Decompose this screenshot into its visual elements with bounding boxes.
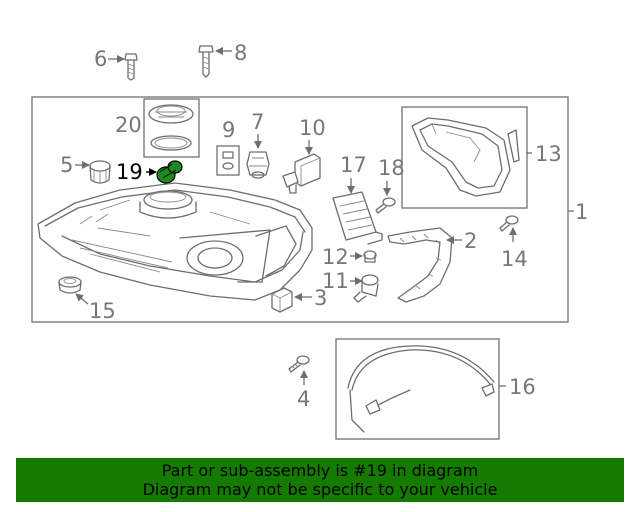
- gasket-part-13: 13: [401, 106, 562, 209]
- info-banner: Part or sub-assembly is #19 in diagram D…: [16, 458, 624, 502]
- callout-6: 6: [94, 47, 107, 71]
- exploded-parts-diagram: 1 6 8 20 5 19: [31, 41, 588, 440]
- callout-8: 8: [234, 41, 247, 65]
- callout-5: 5: [60, 153, 73, 177]
- callout-12: 12: [322, 245, 349, 269]
- callout-1: 1: [575, 200, 588, 224]
- callout-2: 2: [464, 229, 477, 253]
- headlamp-housing: [37, 182, 313, 301]
- trim-strip-part-2: 2: [387, 227, 477, 303]
- cap-part-5: 5: [60, 153, 111, 184]
- callout-13: 13: [535, 142, 562, 166]
- callout-9: 9: [222, 118, 235, 142]
- bracket-part-3: 3: [271, 286, 327, 313]
- callout-4: 4: [297, 387, 310, 411]
- banner-line-1: Part or sub-assembly is #19 in diagram: [161, 461, 479, 480]
- socket-part-11: 11: [322, 269, 379, 303]
- clip-part-9: 9: [216, 118, 240, 176]
- motor-part-10: 10: [282, 116, 326, 194]
- callout-3: 3: [314, 286, 327, 310]
- callout-16: 16: [509, 375, 536, 399]
- screw-part-4: 4: [288, 355, 310, 411]
- control-module-part-17: 17: [332, 153, 383, 245]
- headlamp-assembly-frame: [31, 96, 569, 323]
- callout-17: 17: [340, 153, 367, 177]
- callout-14: 14: [501, 247, 528, 271]
- callout-19: 19: [116, 160, 143, 184]
- callout-18: 18: [378, 156, 405, 180]
- bolt-part-8: 8: [198, 41, 247, 78]
- wiring-harness-part-16: 16: [335, 338, 536, 440]
- bolt-part-14: 14: [499, 215, 528, 271]
- callout-7: 7: [251, 110, 264, 134]
- adjuster-part-7: 7: [246, 110, 270, 179]
- bolt-part-18: 18: [375, 156, 405, 214]
- highlighted-part-19: 19: [116, 160, 183, 184]
- cap-part-15: 15: [58, 276, 116, 323]
- callout-15: 15: [89, 299, 116, 323]
- callout-20: 20: [115, 113, 142, 137]
- callout-11: 11: [322, 269, 349, 293]
- callout-10: 10: [299, 116, 326, 140]
- screw-part-6: 6: [94, 47, 138, 81]
- nut-part-12: 12: [322, 245, 377, 269]
- cover-part-20: 20: [115, 98, 200, 158]
- banner-line-2: Diagram may not be specific to your vehi…: [142, 480, 498, 499]
